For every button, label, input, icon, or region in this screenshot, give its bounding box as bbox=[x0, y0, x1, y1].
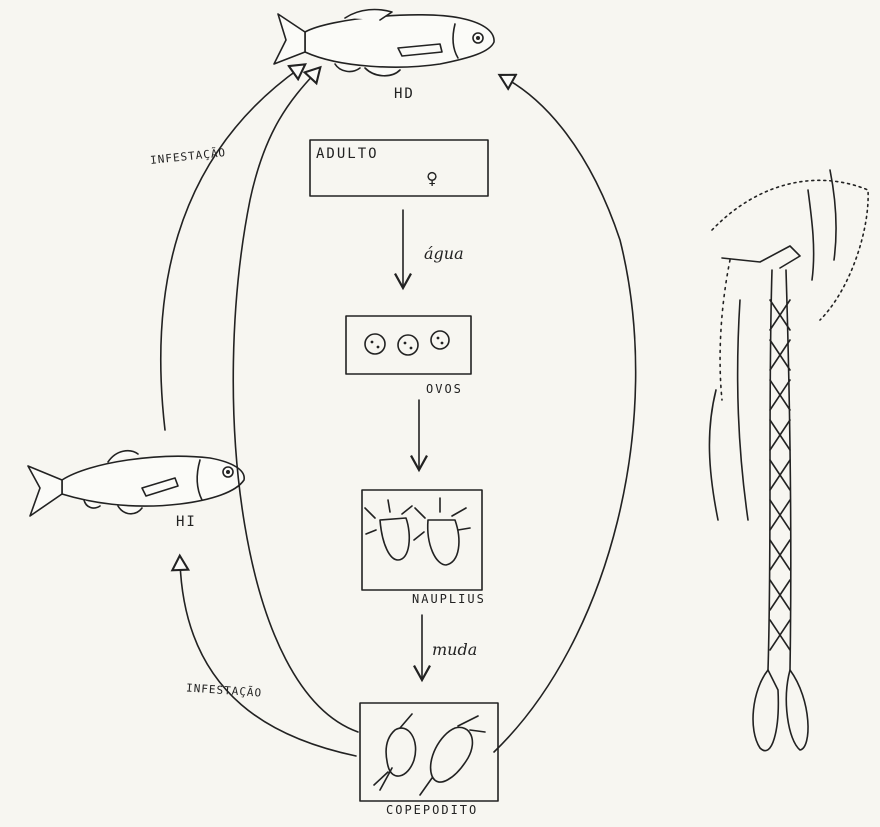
definitive-host-fish bbox=[274, 10, 494, 76]
water-label: água bbox=[424, 244, 464, 263]
adult-label: ADULTO bbox=[316, 146, 379, 162]
eggs-drawing bbox=[365, 331, 449, 355]
arc-hi-to-hd bbox=[161, 68, 300, 430]
copepodite-drawing bbox=[374, 714, 485, 795]
intermediate-host-fish bbox=[28, 451, 244, 516]
arc-copepodite-to-hd-right bbox=[494, 78, 636, 752]
definitive-host-label: HD bbox=[394, 86, 415, 102]
molt-label: muda bbox=[432, 640, 477, 659]
arc-copepodite-to-hi bbox=[180, 562, 356, 756]
nauplius-label: NAUPLIUS bbox=[412, 592, 486, 606]
nauplius-box bbox=[362, 490, 482, 590]
copepodite-label: COPEPODITO bbox=[386, 803, 478, 817]
adult-parasite-drawing bbox=[709, 170, 868, 751]
copepodite-box bbox=[360, 703, 498, 801]
eggs-label: OVOS bbox=[426, 382, 463, 396]
nauplius-drawing bbox=[365, 498, 470, 565]
female-symbol: ♀ bbox=[426, 166, 440, 190]
arc-copepodite-to-hd-inner bbox=[233, 72, 358, 732]
intermediate-host-label: HI bbox=[176, 514, 197, 530]
